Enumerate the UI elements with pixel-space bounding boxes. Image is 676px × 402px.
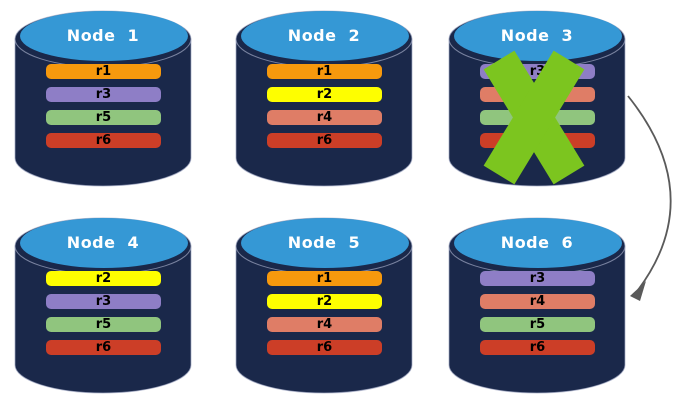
replica-bar: r3 [46, 294, 161, 309]
replica-list: r3 r4 r5 r6 [480, 271, 595, 363]
node-title: Node 4 [66, 233, 140, 252]
replica-label: r4 [316, 110, 333, 125]
replica-list: r3 r4 r5 r6 [480, 64, 595, 156]
replica-bar: r6 [267, 340, 382, 355]
replica-label: r4 [316, 317, 333, 332]
replica-bar: r1 [267, 64, 382, 79]
replica-label: r5 [529, 317, 546, 332]
replica-label: r4 [529, 87, 546, 102]
replica-bar: r1 [46, 64, 161, 79]
replica-bar: r2 [267, 87, 382, 102]
replica-label: r1 [316, 64, 333, 79]
replica-label: r3 [529, 271, 546, 286]
replica-bar: r5 [46, 317, 161, 332]
replica-bar: r5 [480, 110, 595, 125]
replica-bar: r4 [267, 110, 382, 125]
database-node: Node 6 r3 r4 r5 r6 [448, 213, 626, 399]
replica-list: r1 r2 r4 r6 [267, 271, 382, 363]
replica-label: r2 [95, 271, 112, 286]
replica-label: r5 [529, 110, 546, 125]
replica-bar: r5 [480, 317, 595, 332]
replica-bar: r4 [480, 294, 595, 309]
node-title: Node 2 [287, 26, 361, 45]
replica-label: r3 [529, 64, 546, 79]
replica-bar: r5 [46, 110, 161, 125]
replica-label: r4 [529, 294, 546, 309]
replica-label: r3 [95, 294, 112, 309]
replica-bar: r6 [46, 133, 161, 148]
replica-label: r5 [95, 317, 112, 332]
replica-label: r3 [95, 87, 112, 102]
node-title: Node 5 [287, 233, 361, 252]
replica-bar: r6 [46, 340, 161, 355]
replica-label: r6 [529, 133, 546, 148]
replica-bar: r4 [480, 87, 595, 102]
node-title: Node 1 [66, 26, 140, 45]
replica-list: r1 r2 r4 r6 [267, 64, 382, 156]
database-node: Node 1 r1 r3 r5 r6 [14, 6, 192, 192]
database-node: Node 2 r1 r2 r4 r6 [235, 6, 413, 192]
replica-label: r6 [95, 340, 112, 355]
node-title: Node 3 [500, 26, 574, 45]
failover-arrow-icon [627, 95, 672, 301]
replica-label: r2 [316, 294, 333, 309]
replica-bar: r3 [480, 271, 595, 286]
database-node: Node 3 r3 r4 r5 r6 [448, 6, 626, 192]
replica-bar: r3 [46, 87, 161, 102]
replica-bar: r6 [480, 340, 595, 355]
replica-bar: r2 [267, 294, 382, 309]
replica-label: r6 [95, 133, 112, 148]
replica-bar: r3 [480, 64, 595, 79]
replica-bar: r6 [267, 133, 382, 148]
replica-label: r6 [316, 133, 333, 148]
replica-bar: r2 [46, 271, 161, 286]
replica-bar: r6 [480, 133, 595, 148]
replica-list: r1 r3 r5 r6 [46, 64, 161, 156]
replica-label: r1 [95, 64, 112, 79]
replica-label: r2 [316, 87, 333, 102]
database-node: Node 4 r2 r3 r5 r6 [14, 213, 192, 399]
database-node: Node 5 r1 r2 r4 r6 [235, 213, 413, 399]
replica-label: r6 [316, 340, 333, 355]
replica-bar: r4 [267, 317, 382, 332]
replica-label: r5 [95, 110, 112, 125]
replica-bar: r1 [267, 271, 382, 286]
replica-label: r6 [529, 340, 546, 355]
replica-list: r2 r3 r5 r6 [46, 271, 161, 363]
node-title: Node 6 [500, 233, 574, 252]
replica-label: r1 [316, 271, 333, 286]
